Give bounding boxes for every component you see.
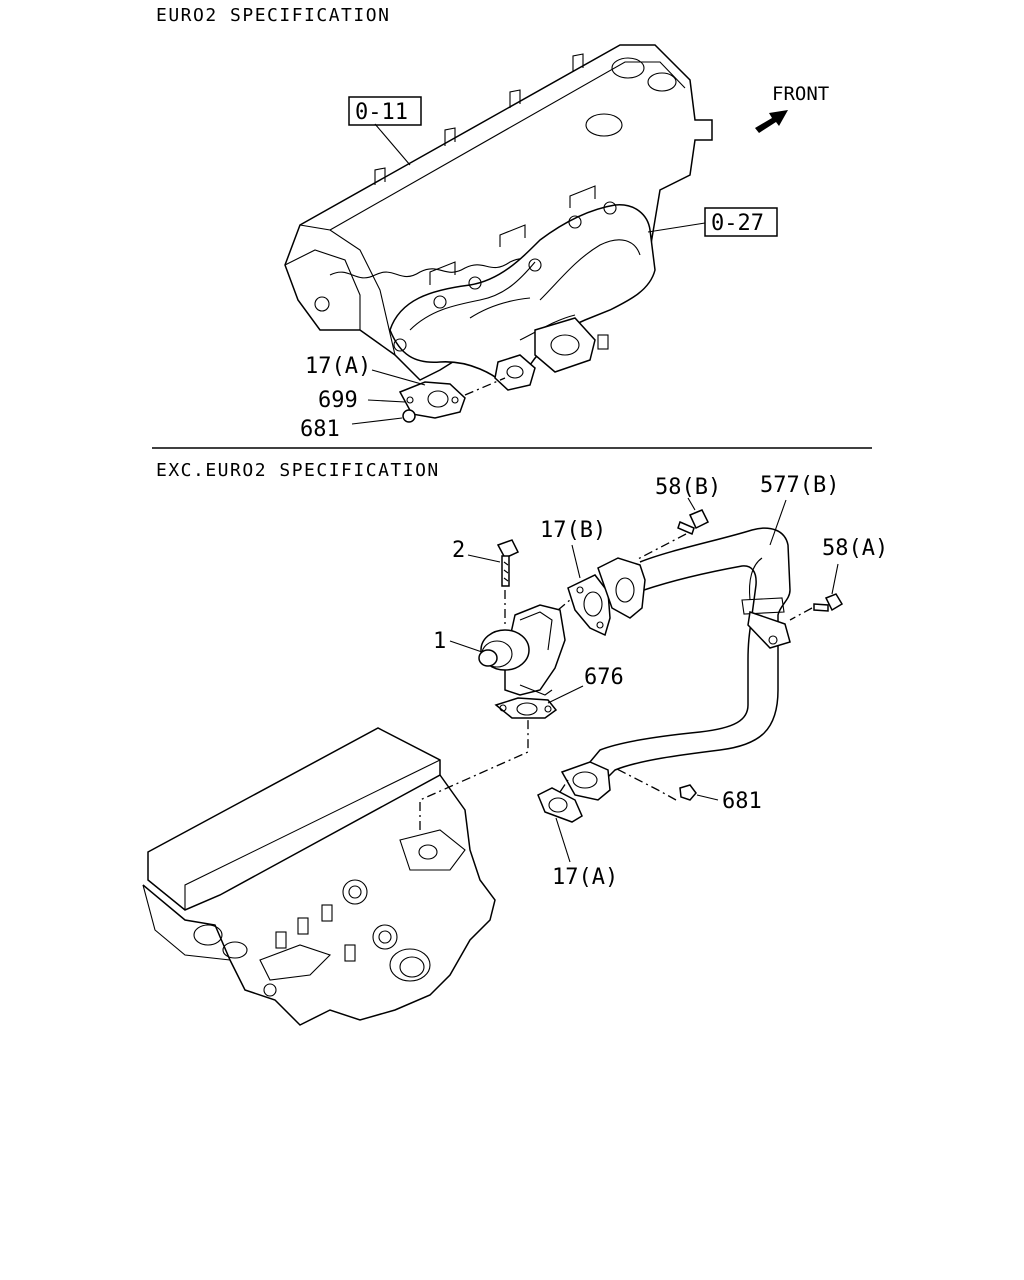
ref-exhaust-manifold: 0-27: [711, 211, 764, 236]
callout-gasket-17b: 17(B): [540, 518, 606, 543]
top-nut-drawing: [402, 409, 416, 423]
exhaust-manifold-leader: [647, 222, 706, 233]
engine-block-drawing: [142, 727, 496, 1026]
gasket-17b-drawing: [567, 574, 611, 637]
bottom-section-heading: EXC.EURO2 SPECIFICATION: [156, 460, 440, 481]
callout-top-nut: 681: [300, 417, 340, 442]
callout-nut-681: 681: [722, 789, 762, 814]
bolt-58a-drawing: [813, 593, 844, 612]
callout-egr-valve: 1: [433, 629, 446, 654]
callout-bolt-58a: 58(A): [822, 536, 888, 561]
callout-bolt: 2: [452, 538, 465, 563]
callout-gasket-17a: 17(A): [552, 865, 618, 890]
cylinder-head-leader: [374, 123, 411, 166]
callout-bolt-58b: 58(B): [655, 475, 721, 500]
bolt-58b-drawing: [677, 509, 710, 536]
callout-pipe: 577(B): [760, 473, 839, 498]
callout-top-gasket: 17(A): [305, 354, 371, 379]
gasket-17a-drawing: [537, 787, 583, 823]
ref-cylinder-head: 0-11: [355, 100, 408, 125]
gasket-676-drawing: [494, 697, 558, 719]
front-arrow-icon: [755, 110, 788, 133]
ref-box-cylinder-head: [348, 96, 422, 126]
top-section-heading: EURO2 SPECIFICATION: [156, 5, 390, 26]
callout-gasket-676: 676: [584, 665, 624, 690]
callout-top-stud: 699: [318, 388, 358, 413]
exhaust-manifold-drawing: [389, 201, 656, 391]
ref-box-exhaust-manifold: [704, 207, 778, 237]
egr-pipe-drawing: [560, 527, 791, 801]
bolt-2-drawing: [496, 539, 520, 587]
front-label: FRONT: [772, 83, 829, 105]
egr-valve-drawing: [478, 604, 566, 696]
nut-681-drawing: [679, 784, 697, 801]
top-gasket-drawing: [398, 381, 466, 419]
